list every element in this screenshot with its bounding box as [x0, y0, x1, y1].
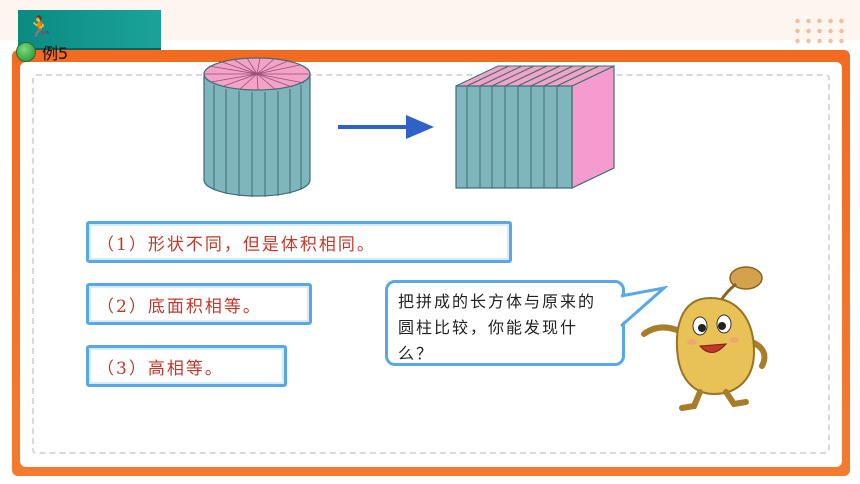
potato-character — [641, 266, 768, 411]
example-title: 例5 — [42, 44, 69, 63]
statement-text-1: （1）形状不同，但是体积相同。 — [97, 234, 376, 255]
dashed-border — [32, 74, 830, 454]
speech-bubble: 把拼成的长方体与原来的圆柱比较，你能发现什么？ — [385, 280, 625, 366]
content-panel — [20, 62, 842, 467]
cylinder-figure — [203, 57, 311, 197]
cuboid-figure — [455, 65, 615, 189]
example-label: 例5 — [16, 40, 68, 64]
title-tab: 🏃 — [18, 10, 161, 50]
statement-box-2: （2）底面积相等。 — [86, 283, 312, 325]
transform-arrow — [338, 115, 434, 139]
speech-bubble-text: 把拼成的长方体与原来的圆柱比较，你能发现什么？ — [398, 292, 597, 363]
statement-box-1: （1）形状不同，但是体积相同。 — [86, 221, 512, 263]
statement-box-3: （3）高相等。 — [86, 345, 287, 387]
statement-text-3: （3）高相等。 — [97, 358, 224, 379]
green-bullet-icon — [16, 42, 36, 62]
decorative-dot-grid — [792, 16, 844, 46]
statement-text-2: （2）底面积相等。 — [97, 296, 262, 317]
runner-icon: 🏃 — [26, 16, 54, 41]
speech-bubble-tail — [618, 286, 668, 328]
